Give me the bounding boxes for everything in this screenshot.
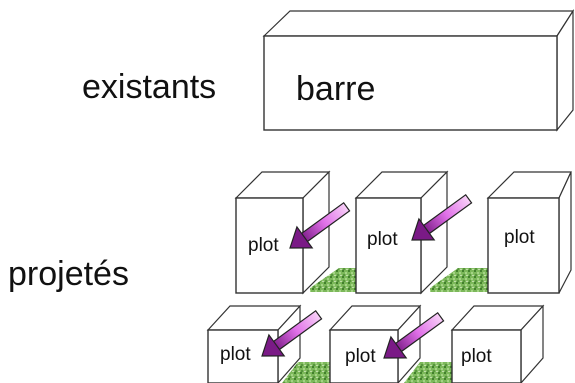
diagonal-arrow-icon	[261, 309, 323, 357]
plot-label: plot	[504, 227, 535, 248]
plot-box-bottom-3: plot	[450, 304, 545, 383]
bar-label: barre	[296, 70, 375, 108]
plot-box-bottom-1: plot	[206, 304, 302, 383]
diagonal-arrow-icon	[411, 193, 473, 241]
diagonal-arrow-icon	[289, 201, 351, 249]
projected-label: projetés	[8, 255, 129, 293]
plot-box-top-2: plot	[354, 170, 449, 295]
diagonal-arrow-icon	[383, 311, 445, 359]
grass-patch-icon	[404, 362, 452, 383]
existing-label: existants	[82, 68, 216, 106]
plot-box-top-3: plot	[486, 171, 572, 294]
plot-label: plot	[345, 346, 376, 367]
grass-patch-icon	[430, 268, 488, 292]
plot-label: plot	[461, 346, 492, 367]
grass-patch-icon	[310, 268, 356, 292]
bar-box: barre	[262, 8, 575, 132]
plot-label: plot	[248, 235, 279, 256]
plot-label: plot	[367, 229, 398, 250]
grass-patch-icon	[282, 362, 336, 383]
plot-label: plot	[220, 344, 251, 365]
plot-box-top-1: plot	[234, 170, 331, 295]
